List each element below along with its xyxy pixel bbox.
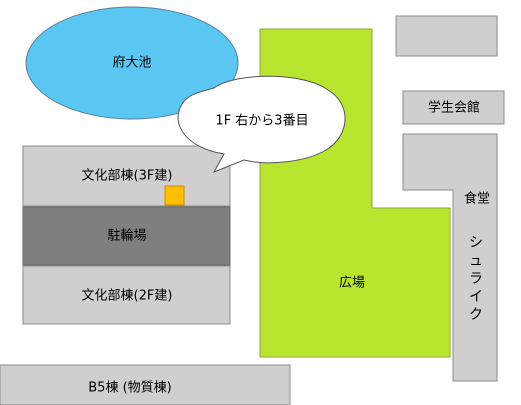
- shurike-char: ク: [469, 307, 483, 323]
- club-building-2f-label: 文化部棟(2F建): [82, 289, 173, 304]
- plaza-label: 広場: [339, 276, 365, 291]
- club-building-3f-label: 文化部棟(3F建): [82, 169, 173, 184]
- shurike-char: シ: [469, 235, 483, 251]
- pond-area: [25, 6, 239, 120]
- callout-bubble: [177, 75, 346, 173]
- shurike-char: イ: [469, 289, 483, 305]
- student-hall-label: 学生会館: [428, 100, 480, 116]
- pond-label: 府大池: [112, 56, 151, 71]
- cafeteria-label: 食堂: [464, 191, 490, 207]
- club-building-2f: [22, 265, 231, 325]
- student-hall-building: [402, 90, 505, 125]
- b5-building-label: B5棟 (物質棟): [88, 381, 171, 396]
- cafeteria-shurike-building: [402, 133, 498, 382]
- club-building-3f: [22, 145, 231, 207]
- shurike-char: ラ: [469, 271, 483, 287]
- shurike-char: ュ: [469, 253, 483, 269]
- top-right-building: [395, 15, 498, 57]
- callout-label: 1F 右から3番目: [215, 114, 308, 129]
- b5-building: [0, 364, 291, 405]
- bicycle-parking: [22, 206, 231, 266]
- bicycle-parking-label: 駐輪場: [107, 228, 146, 244]
- room-marker: [164, 185, 185, 206]
